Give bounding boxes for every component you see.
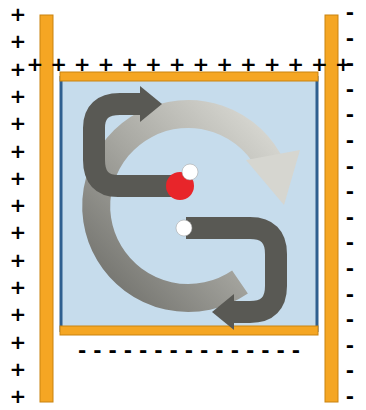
rotation-arrow — [96, 114, 272, 298]
charge-sign: - — [346, 2, 354, 22]
charge-sign: - — [346, 386, 354, 406]
charge-sign: - — [346, 181, 354, 201]
box-edge — [60, 76, 63, 332]
hydrogen-atom — [176, 220, 192, 236]
charge-sign: + — [10, 250, 27, 270]
charge-sign: - — [346, 207, 354, 227]
charge-sign: - — [346, 28, 354, 48]
charge-sign: + — [10, 113, 27, 133]
charge-sign: + — [10, 386, 27, 406]
charge-sign: - — [346, 79, 354, 99]
charge-sign: + — [10, 168, 27, 188]
charge-sign: - — [346, 130, 354, 150]
charge-sign: + — [10, 277, 27, 297]
charge-sign: - — [346, 258, 354, 278]
charge-sign: - — [346, 335, 354, 355]
charge-sign: - — [346, 360, 354, 380]
charge-sign: - — [346, 156, 354, 176]
charge-sign: + — [10, 359, 27, 379]
bottom-plate — [60, 326, 318, 335]
charge-sign: - — [346, 284, 354, 304]
box-edge — [316, 76, 319, 332]
water-box — [60, 76, 318, 332]
charge-sign: + — [10, 4, 27, 24]
hydrogen-atom — [182, 164, 198, 180]
charge-sign: - — [346, 104, 354, 124]
charge-sign: + — [10, 195, 27, 215]
charge-sign: + — [10, 304, 27, 324]
arrow-head — [212, 294, 234, 330]
charge-sign: + — [10, 31, 27, 51]
charge-sign: + — [10, 141, 27, 161]
charge-sign: + — [10, 332, 27, 352]
hook-arrow — [94, 104, 172, 186]
charge-sign: - - - - - - - - - - - - - - - — [78, 340, 300, 360]
arrow-head — [246, 150, 300, 205]
charge-sign: - — [346, 232, 354, 252]
charge-sign: - — [346, 309, 354, 329]
charge-sign: + — [10, 222, 27, 242]
charge-sign: + — [10, 59, 27, 79]
charge-sign: + — [10, 86, 27, 106]
charge-sign: + + + + + + + + + + + + + + — [26, 54, 351, 74]
arrow-head — [140, 86, 162, 122]
